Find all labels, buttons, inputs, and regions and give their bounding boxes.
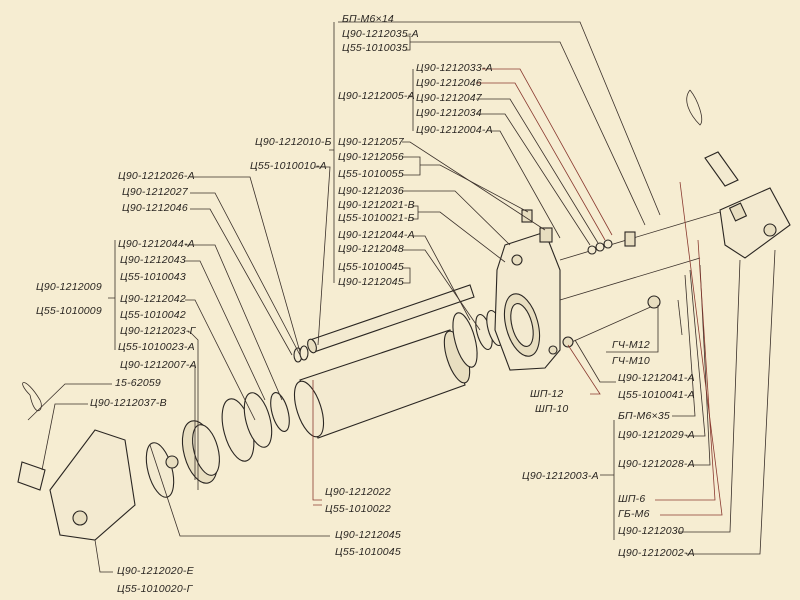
label: ГБ-М6: [618, 508, 650, 520]
label: Ц55-1010035: [342, 42, 408, 54]
label: Ц90-1212010-Б: [255, 136, 332, 148]
label: Ц90-1212056: [338, 151, 404, 163]
label: Ц90-1212033-А: [416, 62, 493, 74]
label: Ц90-1212048: [338, 243, 404, 255]
label: Ц90-1212046: [416, 77, 482, 89]
label: БП-М6×14: [342, 13, 394, 25]
label: Ц90-1212036: [338, 185, 404, 197]
label: Ц90-1212030: [618, 525, 684, 537]
label: Ц90-1212028-А: [618, 458, 695, 470]
label: Ц55-1010045: [338, 261, 404, 273]
rod-end-clevis: [719, 187, 791, 259]
label: Ц90-1212044-А: [338, 229, 415, 241]
label: Ц55-1010009: [36, 305, 102, 317]
label: Ц55-1010043: [120, 271, 186, 283]
label: Ц90-1212009: [36, 281, 102, 293]
base-clevis: [17, 382, 136, 541]
label: Ц90-1212042: [120, 293, 186, 305]
valve-fittings: [521, 209, 683, 336]
label: Ц90-1212045: [335, 529, 401, 541]
label: ГЧ-М10: [612, 355, 650, 367]
label: ШП-6: [618, 493, 645, 505]
piston-rod: [307, 284, 475, 354]
label: Ц90-1212002-А: [618, 547, 695, 559]
label: 15-62059: [115, 377, 161, 389]
cylinder-head-housing: [494, 231, 561, 371]
tie-rods: [559, 211, 721, 348]
label: Ц55-1010010-А: [250, 160, 327, 172]
label: БП-М6×35: [618, 410, 670, 422]
label: Ц90-1212029-А: [618, 429, 695, 441]
label: Ц90-1212020-Е: [117, 565, 195, 577]
label: Ц55-1010022: [325, 503, 391, 515]
label: Ц90-1212026-А: [118, 170, 195, 182]
label: Ц90-1212027: [122, 186, 189, 198]
label: Ц90-1212043: [120, 254, 186, 266]
label: Ц90-1212041-А: [618, 372, 695, 384]
label: Ц90-1212044-А: [118, 238, 195, 250]
leader-lines: [27, 21, 776, 573]
clevis-pin: [686, 89, 739, 187]
piston-rings: [145, 392, 290, 498]
label: Ц90-1212021-В: [338, 199, 415, 211]
label: Ц90-1212005-А: [338, 90, 415, 102]
label: ГЧ-М12: [612, 339, 650, 351]
cylinder-barrel: [293, 329, 471, 439]
label: Ц55-1010042: [120, 309, 186, 321]
label: Ц55-1010020-Г: [117, 583, 194, 595]
label: Ц90-1212007-А: [120, 359, 197, 371]
parts: [17, 89, 791, 541]
label: Ц90-1212045: [338, 276, 404, 288]
label: Ц55-1010041-А: [618, 389, 695, 401]
label: Ц55-1010021-Б: [338, 212, 415, 224]
label: Ц90-1212057: [338, 136, 405, 148]
part-labels: БП-М6×14 Ц90-1212035-А Ц55-1010035 Ц90-1…: [36, 13, 695, 595]
label: Ц90-1212047: [416, 92, 483, 104]
label: Ц55-1010045: [335, 546, 401, 558]
label: Ц90-1212035-А: [342, 28, 419, 40]
label: Ц90-1212004-А: [416, 124, 493, 136]
label: Ц90-1212003-А: [522, 470, 599, 482]
label: Ц90-1212022: [325, 486, 391, 498]
label: Ц90-1212037-В: [90, 397, 167, 409]
label: Ц55-1010023-А: [118, 341, 195, 353]
label: Ц55-1010055: [338, 168, 404, 180]
label: ШП-12: [530, 388, 563, 400]
label: ШП-10: [535, 403, 568, 415]
label: Ц90-1212046: [122, 202, 188, 214]
label: Ц90-1212034: [416, 107, 482, 119]
label: Ц90-1212023-Г: [120, 325, 197, 337]
